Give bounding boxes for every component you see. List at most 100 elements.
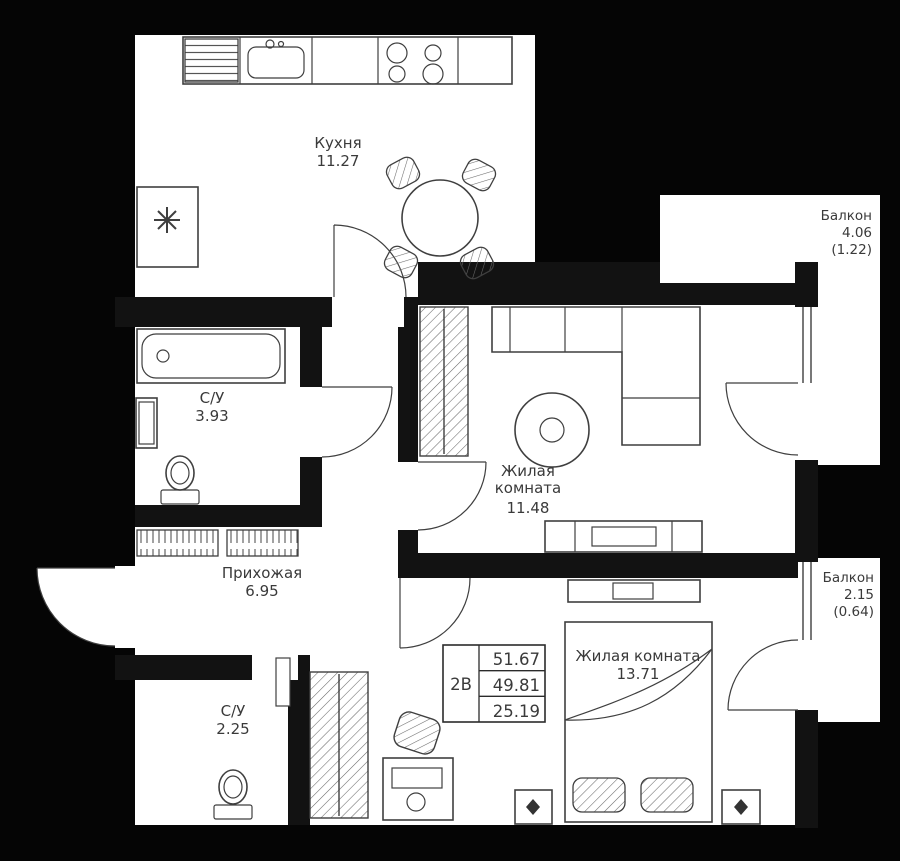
windows bbox=[802, 307, 812, 640]
balcony1-floor bbox=[660, 195, 880, 465]
bathroom2-floor bbox=[135, 680, 288, 825]
entrance-opening bbox=[115, 566, 135, 648]
balcony2-reduced-area-label: (0.64) bbox=[833, 604, 874, 620]
living2-furniture bbox=[309, 579, 761, 825]
wall-segment bbox=[135, 505, 322, 527]
lamp-icon bbox=[526, 799, 540, 815]
living1-door-icon bbox=[417, 461, 487, 531]
wall-segment bbox=[398, 553, 798, 578]
bathroom1-door-icon bbox=[321, 386, 393, 458]
chair-icon bbox=[459, 246, 495, 280]
pillow-icon bbox=[640, 777, 694, 813]
kitchen-furniture bbox=[136, 36, 513, 280]
drain-icon bbox=[156, 349, 170, 363]
living1-label-line2: комната bbox=[495, 479, 561, 497]
wall-segment bbox=[660, 283, 818, 305]
chair-icon bbox=[461, 158, 497, 192]
sink-icon bbox=[247, 46, 305, 79]
wall-segment bbox=[288, 655, 310, 825]
wall-segment bbox=[418, 262, 660, 305]
toilet2-bowl-inner bbox=[223, 775, 243, 799]
bathroom2-area-label: 2.25 bbox=[216, 720, 249, 738]
hallway-furniture bbox=[136, 529, 299, 557]
doors bbox=[36, 224, 799, 711]
bathroom1-furniture bbox=[135, 328, 286, 505]
blanket-fold bbox=[564, 648, 713, 721]
balcony2-floor bbox=[818, 558, 880, 722]
bathroom1-floor bbox=[135, 327, 300, 505]
tv-stand-icon bbox=[544, 520, 703, 553]
living1-floor bbox=[418, 305, 798, 553]
balcony1-label: Балкон bbox=[821, 208, 872, 224]
wall-segment bbox=[795, 460, 818, 562]
asterisk-icon bbox=[154, 207, 180, 233]
bathroom2-door-leaf-icon bbox=[275, 657, 291, 707]
sofa-cushion-lines bbox=[509, 307, 700, 399]
bathroom1-area-label: 3.93 bbox=[195, 407, 228, 425]
entrance-swing-area bbox=[37, 568, 115, 646]
living1-furniture bbox=[419, 306, 703, 553]
burner-icon bbox=[388, 65, 406, 83]
living2-label: Жилая комната bbox=[576, 647, 701, 665]
kitchen-counter-icon bbox=[182, 36, 513, 85]
toilet-bowl-icon bbox=[165, 455, 195, 491]
faucet-icon bbox=[265, 39, 275, 49]
area-total: 51.67 bbox=[493, 650, 540, 669]
balcony2-area-label: 2.15 bbox=[844, 587, 874, 603]
bathtub-icon bbox=[136, 328, 286, 384]
area-living: 25.19 bbox=[493, 702, 540, 721]
bathroom2-furniture bbox=[213, 769, 253, 820]
kitchen-door-icon bbox=[333, 224, 407, 298]
toilet2-tank-icon bbox=[213, 804, 253, 820]
sofa-icon bbox=[491, 306, 701, 446]
faucet-icon bbox=[277, 40, 285, 48]
living2-area-label: 13.71 bbox=[617, 665, 660, 683]
wall-segment bbox=[795, 262, 818, 307]
burner-icon bbox=[422, 63, 444, 85]
info-table: 2В 51.67 49.81 25.19 bbox=[442, 644, 546, 723]
hallway-area-label: 6.95 bbox=[245, 582, 278, 600]
tv-icon bbox=[591, 526, 657, 547]
counter-divider bbox=[239, 37, 459, 84]
living2-floor bbox=[310, 578, 798, 825]
cabinet-icon bbox=[226, 529, 299, 557]
toilet2-bowl-icon bbox=[218, 769, 248, 805]
balcony1-reduced-area-label: (1.22) bbox=[831, 242, 872, 258]
balcony1-door-icon bbox=[725, 382, 799, 456]
washing-machine-icon bbox=[136, 186, 199, 268]
appliance-icon bbox=[184, 38, 239, 83]
living1-label-line1: Жилая bbox=[501, 462, 555, 480]
tv2-icon bbox=[612, 582, 654, 600]
labels: Кухня 11.27 С/У 3.93 Прихожая 6.95 Жилая… bbox=[195, 134, 874, 738]
bathtub-inner bbox=[141, 333, 281, 379]
sink-cabinet-icon bbox=[135, 397, 158, 449]
balcony1-window-opening bbox=[798, 307, 818, 383]
armchair-icon bbox=[514, 392, 590, 468]
living1-door-opening bbox=[398, 462, 418, 530]
tv-stand-dividers bbox=[574, 521, 673, 552]
nightstand-icon bbox=[514, 789, 553, 825]
lamp-icon bbox=[734, 799, 748, 815]
kitchen-door-opening bbox=[332, 297, 404, 327]
burner-icon bbox=[424, 44, 442, 62]
bathroom2-door-opening bbox=[252, 655, 298, 680]
entrance-door-icon bbox=[36, 567, 116, 647]
kitchen-area-label: 11.27 bbox=[317, 152, 360, 170]
living2-door-icon bbox=[399, 577, 471, 649]
chair-icon bbox=[385, 156, 421, 190]
apartment-type: 2В bbox=[450, 675, 472, 694]
armchair-inner bbox=[539, 417, 565, 443]
balcony1-door-opening bbox=[798, 383, 818, 460]
balcony1-area-label: 4.06 bbox=[842, 225, 872, 241]
info-table-border bbox=[442, 644, 546, 723]
nightstand-icon bbox=[721, 789, 761, 825]
balcony2-window-opening bbox=[798, 562, 818, 640]
toilet-bowl-inner bbox=[170, 461, 190, 485]
dining-table-icon bbox=[401, 179, 479, 257]
balcony2-door-icon bbox=[727, 639, 799, 711]
balcony2-door-opening bbox=[798, 640, 818, 710]
bathroom2-label: С/У bbox=[221, 702, 246, 720]
bed-icon bbox=[564, 621, 713, 823]
desk-icon bbox=[382, 757, 454, 821]
